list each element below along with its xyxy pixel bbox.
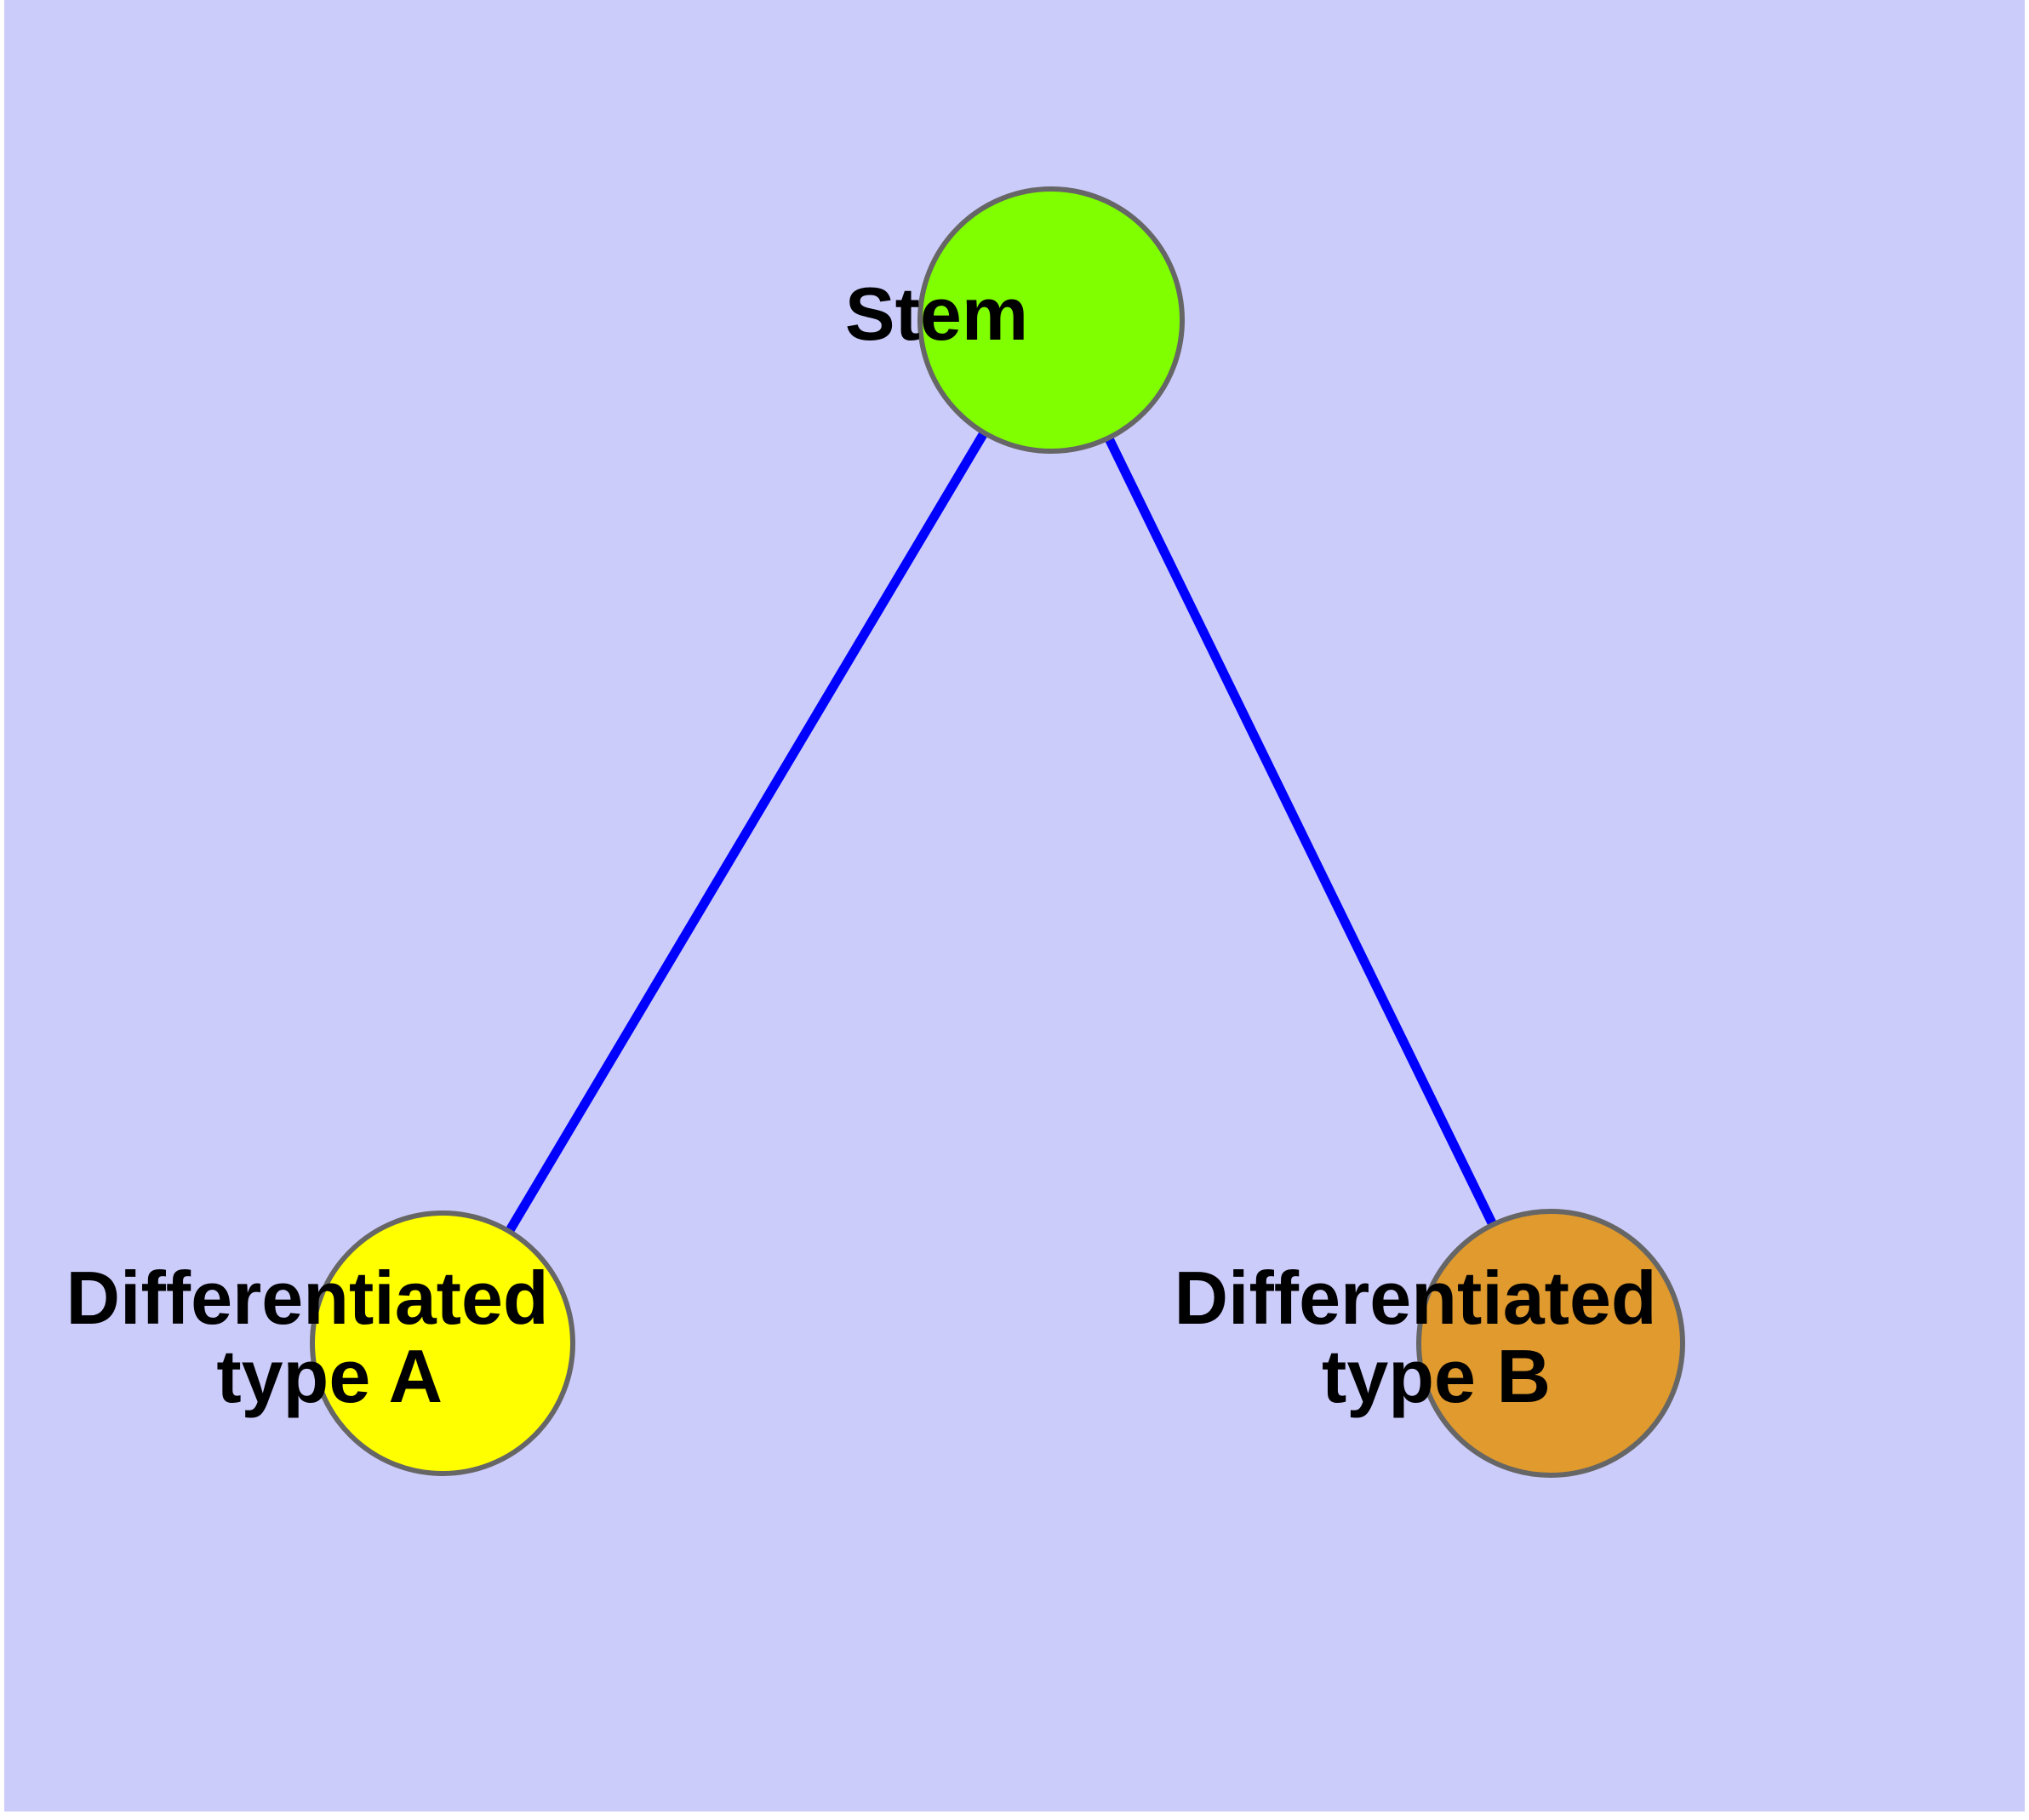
node-diff-b-label: Differentiated type B <box>1174 1256 1656 1418</box>
node-stem-label: Stem <box>0 0 1257 356</box>
node-diff-b-circle[interactable] <box>1416 1209 1685 1478</box>
node-diff-a-circle[interactable] <box>310 1210 575 1476</box>
edge-stem-to-diff-b <box>1047 318 1555 1346</box>
edge-stem-to-diff-a <box>438 318 1055 1346</box>
lineage-graph: Stem Differentiated type A Differentiate… <box>66 186 1685 1478</box>
node-diff-b[interactable]: Differentiated type B <box>0 0 1928 1478</box>
node-stem-label-line1: Stem <box>845 272 1028 356</box>
graph-plot-area: Stem Differentiated type A Differentiate… <box>4 0 2025 1811</box>
node-diff-a-label: Differentiated type A <box>0 0 820 1418</box>
node-diff-a-label-line2: type A <box>216 1334 441 1418</box>
node-diff-a-label-line1: Differentiated <box>66 1256 548 1340</box>
node-diff-b-label-line1: Differentiated <box>1174 1256 1656 1340</box>
node-diff-b-label-line2: type B <box>1322 1334 1551 1418</box>
node-stem[interactable]: Stem <box>0 0 1257 454</box>
node-diff-a[interactable]: Differentiated type A <box>0 0 820 1476</box>
node-stem-circle[interactable] <box>917 186 1185 454</box>
edge-layer <box>438 318 1555 1346</box>
node-layer: Stem Differentiated type A Differentiate… <box>0 0 1928 1478</box>
